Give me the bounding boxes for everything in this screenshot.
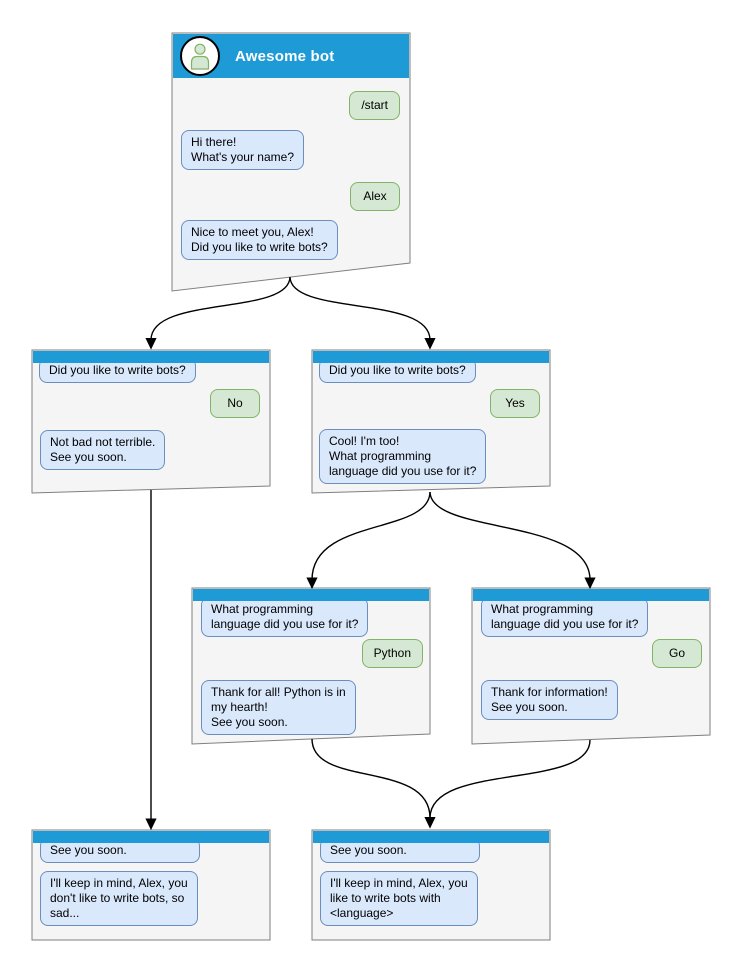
bot-message-bubble: What programming language did you use fo… [201, 597, 369, 637]
bot-message-bubble: Hi there! What's your name? [181, 130, 305, 170]
user-message-bubble: No [210, 389, 260, 418]
titlebar-branch-yes [313, 351, 549, 363]
titlebar-end-no [33, 831, 269, 843]
window-title: Awesome bot [235, 47, 335, 65]
bot-message-bubble: Nice to meet you, Alex! Did you like to … [181, 220, 338, 260]
titlebar-branch-python [193, 589, 429, 601]
user-message-bubble: Alex [350, 182, 400, 211]
edge-python-to-end [311, 738, 431, 819]
bot-message-bubble: I'll keep in mind, Alex, you don't like … [40, 871, 198, 926]
user-message-bubble: Python [361, 639, 423, 668]
edge-main-to-yes [289, 276, 431, 341]
titlebar-branch-go [473, 589, 709, 601]
edge-go-to-end [429, 739, 591, 819]
edge-main-to-no [150, 276, 291, 341]
edge-yes-to-python [311, 491, 431, 581]
bot-message-bubble: Thank for information! See you soon. [481, 680, 618, 720]
arrowhead-go [584, 577, 596, 590]
arrowhead-python [306, 577, 318, 590]
titlebar-end-yes [313, 831, 549, 843]
person-icon [190, 43, 210, 70]
user-message-bubble: Yes [490, 389, 540, 418]
main-window-titlebar: Awesome bot [173, 34, 409, 78]
titlebar-branch-no [33, 351, 269, 363]
edge-yes-to-go [429, 491, 591, 581]
user-message-bubble: /start [349, 91, 400, 120]
arrowhead-end-no [145, 818, 157, 831]
bot-message-bubble: Cool! I'm too! What programming language… [319, 429, 487, 484]
avatar [180, 36, 220, 76]
arrowhead-no [145, 338, 157, 350]
arrowhead-yes [424, 338, 436, 350]
user-message-bubble: Go [652, 639, 702, 668]
bot-message-bubble: Thank for all! Python is in my hearth! S… [201, 680, 356, 735]
bot-message-bubble: I'll keep in mind, Alex, you like to wri… [320, 871, 478, 926]
bot-message-bubble: Not bad not terrible. See you soon. [40, 430, 166, 470]
bot-message-bubble: What programming language did you use fo… [481, 597, 649, 637]
arrowhead-end-yes [424, 817, 436, 829]
